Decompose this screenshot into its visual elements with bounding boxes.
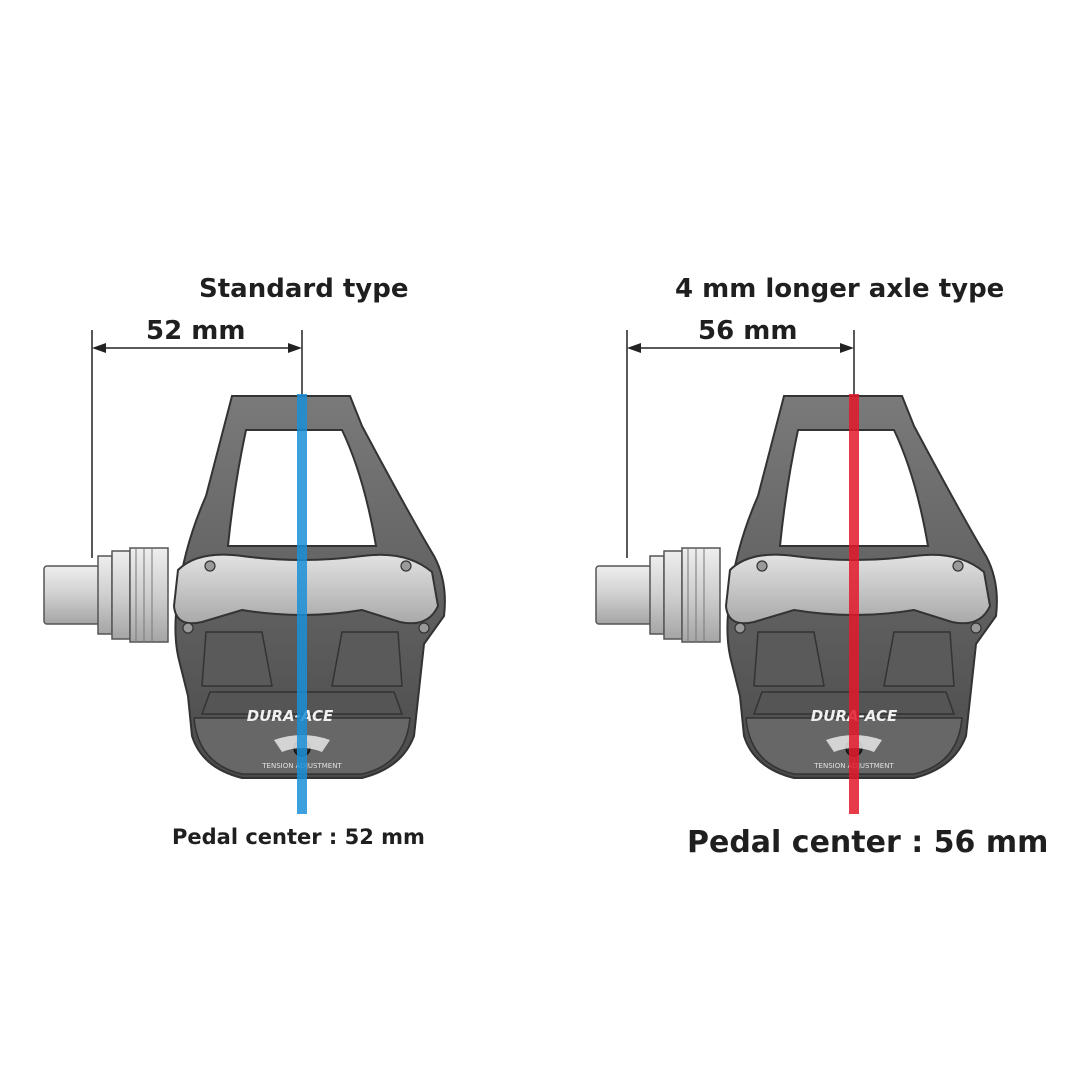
- left-dimension: [91, 330, 303, 558]
- right-dimension: [626, 330, 855, 558]
- right-center-label: Pedal center : 56 mm: [687, 825, 1049, 860]
- right-pedal: DURA-ACE TENSION ADJUSTMENT: [595, 395, 998, 779]
- left-title: Standard type: [199, 274, 409, 304]
- right-center-line: [849, 394, 859, 814]
- left-dimension-label: 52 mm: [146, 316, 246, 346]
- left-brand-text: DURA-ACE: [247, 707, 334, 725]
- right-title: 4 mm longer axle type: [675, 274, 1005, 304]
- left-center-label: Pedal center : 52 mm: [172, 825, 425, 849]
- left-pedal: DURA-ACE TENSION ADJUSTMENT: [43, 395, 446, 779]
- right-dimension-label: 56 mm: [698, 316, 798, 346]
- left-center-line: [297, 394, 307, 814]
